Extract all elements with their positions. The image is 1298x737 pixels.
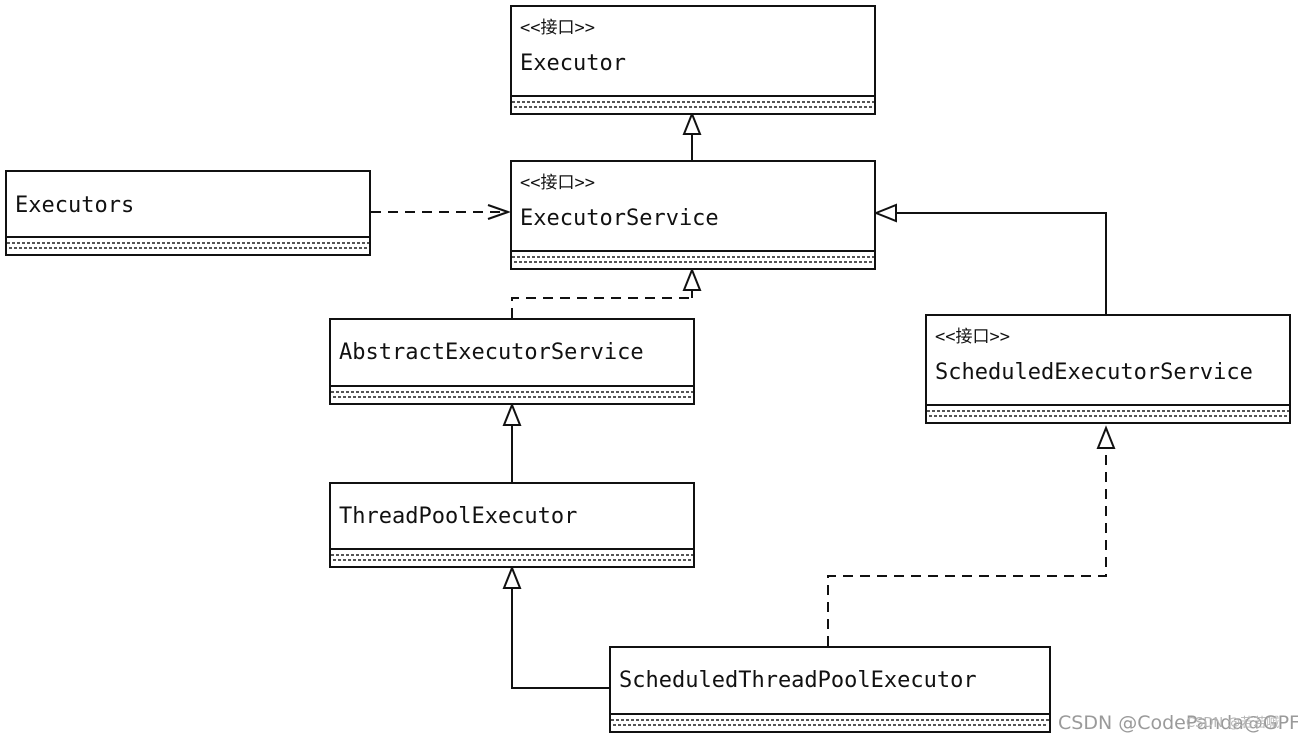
- stereotype-label: <<接口>>: [935, 327, 1010, 347]
- edge-scheduled-executorservice: [896, 212, 1107, 314]
- compartment-divider: [512, 95, 874, 113]
- class-name: Executor: [520, 51, 626, 76]
- hollow-arrowhead: [502, 402, 522, 426]
- edge-scheduledthreadpool-scheduledservice: [827, 448, 1107, 646]
- compartment-divider: [331, 385, 693, 403]
- compartment-divider: [611, 713, 1049, 731]
- hollow-arrowhead: [682, 267, 702, 291]
- hollow-arrowhead: [682, 111, 702, 135]
- class-name: AbstractExecutorService: [339, 340, 644, 365]
- class-name: Executors: [15, 193, 135, 218]
- class-executors[interactable]: Executors: [5, 170, 371, 256]
- compartment-divider: [331, 548, 693, 566]
- compartment-divider: [7, 236, 369, 254]
- edge-abstract-executorservice: [511, 290, 693, 318]
- watermark-text: CSDN @CodePanda@GPF: [1058, 712, 1298, 734]
- compartment-divider: [512, 250, 874, 268]
- edge-scheduledthreadpool-threadpool: [511, 588, 609, 689]
- class-name: ExecutorService: [520, 206, 719, 231]
- class-scheduled-executor-service[interactable]: <<接口>> ScheduledExecutorService: [925, 314, 1291, 424]
- class-name: ScheduledThreadPoolExecutor: [619, 668, 977, 693]
- class-scheduled-thread-pool-executor[interactable]: ScheduledThreadPoolExecutor: [609, 646, 1051, 733]
- watermark-overlay-text: CSDN @若若嘁: [1186, 716, 1280, 731]
- hollow-arrowhead: [502, 565, 522, 589]
- open-arrowhead: [487, 204, 512, 220]
- compartment-divider: [927, 404, 1289, 422]
- class-executor[interactable]: <<接口>> Executor: [510, 5, 876, 115]
- hollow-arrowhead: [873, 203, 897, 223]
- class-thread-pool-executor[interactable]: ThreadPoolExecutor: [329, 482, 695, 568]
- stereotype-label: <<接口>>: [520, 173, 595, 193]
- stereotype-label: <<接口>>: [520, 18, 595, 38]
- class-name: ScheduledExecutorService: [935, 360, 1253, 385]
- class-abstract-executor-service[interactable]: AbstractExecutorService: [329, 318, 695, 405]
- hollow-arrowhead: [1096, 425, 1116, 449]
- class-name: ThreadPoolExecutor: [339, 504, 578, 529]
- class-executor-service[interactable]: <<接口>> ExecutorService: [510, 160, 876, 270]
